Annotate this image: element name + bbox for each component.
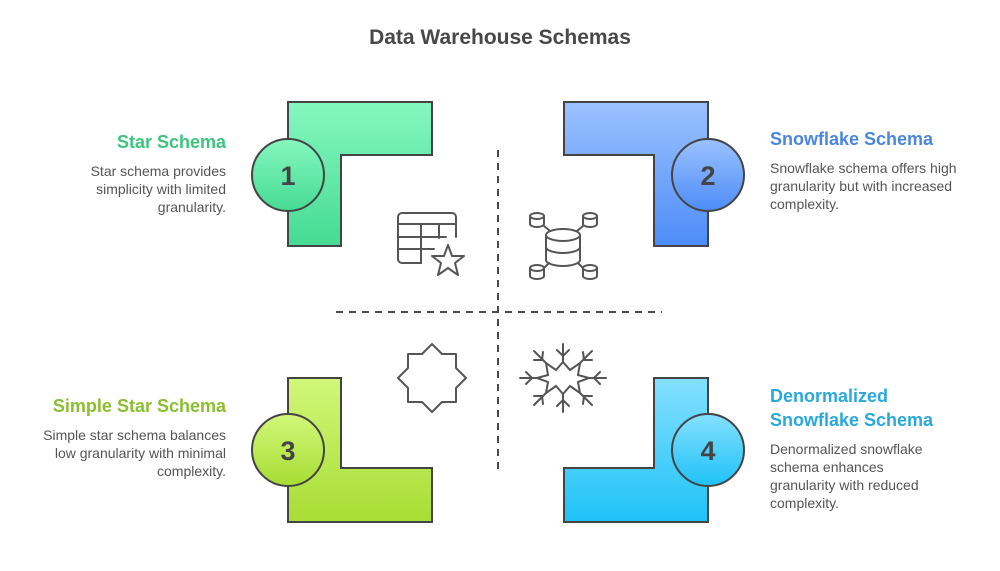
- quadrant-2-number: 2: [700, 161, 715, 191]
- snowflake-icon: [519, 343, 607, 413]
- quadrant-1-number: 1: [280, 161, 295, 191]
- quadrant-2-shape: [563, 101, 709, 247]
- quadrant-4-text: Denormalized Snowflake Schema Denormaliz…: [770, 384, 950, 512]
- quadrant-4-heading: Denormalized Snowflake Schema: [770, 386, 934, 430]
- quadrant-2-badge: [671, 138, 745, 212]
- octagram-icon: [397, 343, 467, 413]
- quadrant-3-shape: [287, 377, 433, 523]
- quadrant-2-text: Snowflake Schema Snowflake schema offers…: [770, 127, 960, 213]
- quadrant-1-shape: [287, 101, 433, 247]
- quadrant-1-badge: [251, 138, 325, 212]
- quadrant-1-description: Star schema provides simplicity with lim…: [90, 163, 226, 215]
- quadrant-3-heading: Simple Star Schema: [52, 396, 226, 416]
- diagram-title: Data Warehouse Schemas: [369, 26, 631, 49]
- table-star-icon: [397, 212, 465, 276]
- quadrant-4-number: 4: [700, 436, 715, 466]
- quadrant-4-shape: [563, 377, 709, 523]
- quadrant-3-number: 3: [280, 436, 295, 466]
- quadrant-4-description: Denormalized snowflake schema enhances g…: [770, 441, 923, 511]
- quadrant-2-description: Snowflake schema offers high granularity…: [770, 160, 957, 212]
- quadrant-1-heading: Star Schema: [116, 132, 226, 152]
- quadrant-3-text: Simple Star Schema Simple star schema ba…: [40, 394, 226, 480]
- database-network-icon: [529, 212, 598, 280]
- quadrant-2-heading: Snowflake Schema: [770, 129, 934, 149]
- quadrant-3-description: Simple star schema balances low granular…: [43, 427, 226, 479]
- quadrant-1-text: Star Schema Star schema provides simplic…: [40, 130, 226, 216]
- quadrant-4-badge: [671, 413, 745, 487]
- quadrant-3-badge: [251, 413, 325, 487]
